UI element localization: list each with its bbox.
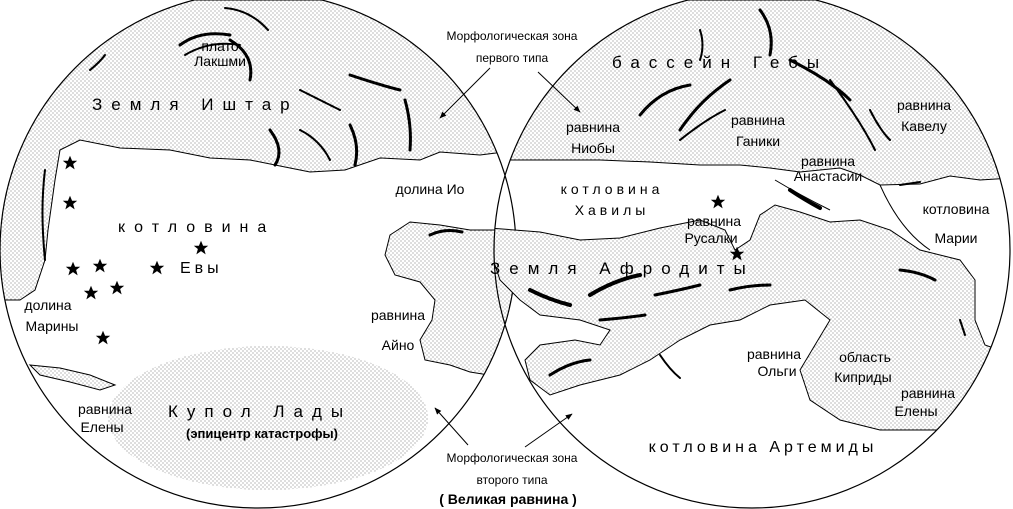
label-oblast-kipridy: Киприды [834, 369, 891, 385]
label-ravnina-ayno: равнина [371, 307, 425, 323]
label-velikaya-ravnina: ( Великая равнина ) [439, 491, 577, 507]
ishtar-ridges [41, 7, 516, 261]
label-kotlovina-khavily: Хавилы [575, 202, 650, 218]
label-ravnina-nioby: Ниобы [571, 140, 615, 156]
star-icon [65, 261, 81, 276]
right-hemisphere-outline [493, 0, 1011, 509]
label-dolina-mariny: долина [24, 297, 71, 313]
label-zemlya-afrodity: Земля Афродиты [490, 259, 755, 278]
star-icon [109, 280, 125, 295]
label-ravnina-kavelu: Кавелу [901, 118, 947, 134]
anastasii-line [774, 179, 831, 211]
label-plato-lakshmi: Лакшми [194, 53, 246, 69]
label-ravnina-nioby: равнина [566, 119, 620, 135]
label-ravnina-anastasii: Анастасии [794, 168, 863, 184]
label-morph-zone1: первого типа [476, 51, 549, 65]
label-morph-zone2: Морфологическая зона [447, 451, 578, 465]
label-kotlovina-artemidy: котловина Артемиды [649, 439, 878, 456]
aphrodite-west [384, 221, 516, 381]
arrow-icon [434, 407, 469, 446]
label-ravnina-ayno: Айно [382, 337, 415, 353]
label-plato-lakshmi: плато [201, 38, 238, 54]
arrow-icon [439, 67, 491, 119]
label-ravnina-rusalki: равнина [687, 213, 741, 229]
star-icon [95, 330, 111, 345]
map-labels: плато Лакшми Земля Иштар Морфологическая… [24, 29, 989, 507]
label-ravnina-olgi: Ольги [757, 363, 796, 379]
label-ravnina-ganiki: равнина [731, 112, 785, 128]
label-basseyn-geby: бассейн Гебы [612, 53, 828, 72]
label-epicenter: (эпицентр катастрофы) [186, 426, 338, 441]
north-highland [494, 0, 1010, 186]
label-ravnina-rusalki: Русалки [684, 230, 737, 246]
star-icon [62, 195, 78, 210]
marii-boundary [879, 184, 931, 251]
label-oblast-kipridy: область [839, 349, 891, 365]
label-kupol-lady: Купол Лады [168, 402, 352, 421]
star-icon [83, 285, 99, 300]
label-ravnina-eleny-left: Елены [80, 419, 123, 435]
arrow-icon [537, 71, 581, 113]
left-island [28, 364, 117, 391]
label-ravnina-ganiki: Ганики [736, 133, 780, 149]
label-morph-zone1: Морфологическая зона [447, 29, 578, 43]
label-kotlovina-marii: котловина [923, 201, 990, 217]
label-kotlovina-khavily: котловина [561, 181, 664, 197]
arrows [434, 67, 581, 448]
label-ravnina-kavelu: равнина [897, 97, 951, 113]
star-icon [92, 258, 108, 273]
arrow-icon [524, 413, 573, 448]
label-ravnina-anastasii: равнина [801, 153, 855, 169]
star-icon [193, 240, 209, 255]
aphrodite-ridges [528, 8, 966, 379]
star-icon [710, 194, 726, 209]
left-hemisphere [0, 0, 516, 490]
label-ravnina-eleny-right: равнина [901, 385, 955, 401]
label-ravnina-eleny-left: равнина [78, 401, 132, 417]
label-dolina-mariny: Марины [25, 318, 78, 334]
label-kotlovina-evy: котловина [118, 219, 275, 236]
right-hemisphere [494, 0, 1010, 431]
star-icon [62, 155, 78, 170]
label-morph-zone2: второго типа [477, 473, 548, 487]
label-kotlovina-evy: Евы [180, 260, 223, 277]
label-dolina-io: долина Ио [396, 181, 465, 197]
star-icon [149, 260, 165, 275]
lada-dome [108, 346, 428, 490]
aphrodite-terra [494, 204, 1010, 431]
label-ravnina-olgi: равнина [747, 346, 801, 362]
label-ravnina-eleny-right: Елены [894, 403, 937, 419]
ishtar-highland [0, 0, 516, 301]
label-kotlovina-marii: Марии [934, 230, 977, 246]
label-zemlya-ishtar: Земля Иштар [92, 95, 299, 114]
